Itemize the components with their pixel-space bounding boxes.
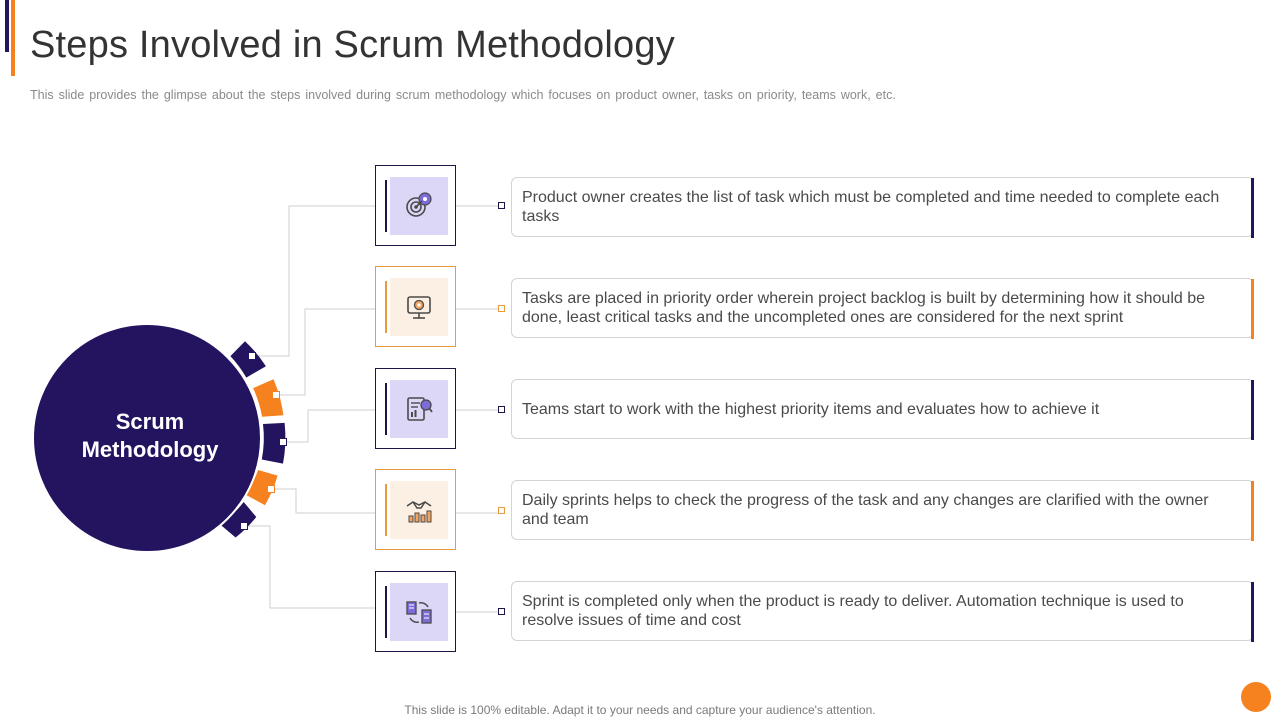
step-3-icon-divider — [385, 383, 387, 435]
step-1-icon-divider — [385, 180, 387, 232]
hub-label-line-1: Scrum — [115, 409, 185, 434]
step-3-connector-dot — [498, 406, 505, 413]
ring-node-4 — [267, 485, 275, 493]
step-4-card-edge — [1251, 481, 1254, 541]
ring-segment-5 — [220, 502, 257, 538]
step-2-icon-divider — [385, 281, 387, 333]
step-4-card: Daily sprints helps to check the progres… — [511, 480, 1254, 541]
step-5-icon-box — [375, 571, 456, 652]
step-4-icon-tile — [390, 481, 448, 539]
step-3-card-edge — [1251, 380, 1254, 440]
ring-nodes — [240, 352, 287, 530]
monitor-gear-icon — [407, 296, 431, 319]
step-3-text: Teams start to work with the highest pri… — [522, 400, 1100, 418]
target-gear-icon — [406, 192, 432, 217]
step-4-text: Daily sprints helps to check the progres… — [522, 492, 1209, 528]
step-1-text: Product owner creates the list of task w… — [522, 189, 1220, 225]
ring-segment-2 — [253, 379, 284, 417]
step-2-icon-tile — [390, 278, 448, 336]
step-1-icon-tile — [390, 177, 448, 235]
step-2-icon-box — [375, 266, 456, 347]
ring-node-3 — [279, 438, 287, 446]
connector-line-2 — [276, 308, 375, 396]
step-5-card-edge — [1251, 582, 1254, 642]
connector-line-1 — [252, 205, 375, 357]
title-accent-bar-orange — [11, 0, 15, 76]
step-2-connector-dot — [498, 305, 505, 312]
step-5-icon-divider — [385, 586, 387, 638]
handshake-growth-icon — [406, 501, 432, 523]
hub-circle — [32, 323, 262, 553]
step-3-card: Teams start to work with the highest pri… — [511, 379, 1254, 440]
hub-label: Scrum Methodology — [40, 408, 260, 464]
ring-node-5 — [240, 522, 248, 530]
page-subtitle: This slide provides the glimpse about th… — [30, 88, 896, 102]
connector-lines — [244, 205, 498, 613]
connector-line-5 — [244, 525, 375, 609]
step-1-card-edge — [1251, 178, 1254, 238]
step-5-connector-dot — [498, 608, 505, 615]
step-2-card-edge — [1251, 279, 1254, 339]
step-3-icon-box — [375, 368, 456, 449]
step-3-icon-tile — [390, 380, 448, 438]
step-4-connector-dot — [498, 507, 505, 514]
ring-segment-4 — [245, 470, 278, 506]
connector-line-3 — [283, 409, 375, 443]
step-1-connector-dot — [498, 202, 505, 209]
title-accent-bar-navy — [5, 0, 9, 52]
step-5-card: Sprint is completed only when the produc… — [511, 581, 1254, 642]
step-1-icon-box — [375, 165, 456, 246]
step-2-text: Tasks are placed in priority order where… — [522, 290, 1206, 326]
hub-label-line-2: Methodology — [81, 437, 219, 462]
report-search-icon — [407, 397, 433, 421]
step-5-icon-tile — [390, 583, 448, 641]
step-5-text: Sprint is completed only when the produc… — [522, 593, 1184, 629]
corner-decoration-dot — [1241, 682, 1271, 712]
ring-segment-3 — [261, 422, 286, 464]
ring-node-2 — [272, 391, 280, 399]
page-title: Steps Involved in Scrum Methodology — [30, 24, 675, 66]
step-2-card: Tasks are placed in priority order where… — [511, 278, 1254, 339]
step-4-icon-divider — [385, 484, 387, 536]
step-1-card: Product owner creates the list of task w… — [511, 177, 1254, 238]
footer-note: This slide is 100% editable. Adapt it to… — [404, 703, 876, 717]
step-4-icon-box — [375, 469, 456, 550]
ring-node-1 — [248, 352, 256, 360]
buildings-cycle-icon — [406, 601, 432, 624]
connector-line-4 — [271, 488, 375, 514]
